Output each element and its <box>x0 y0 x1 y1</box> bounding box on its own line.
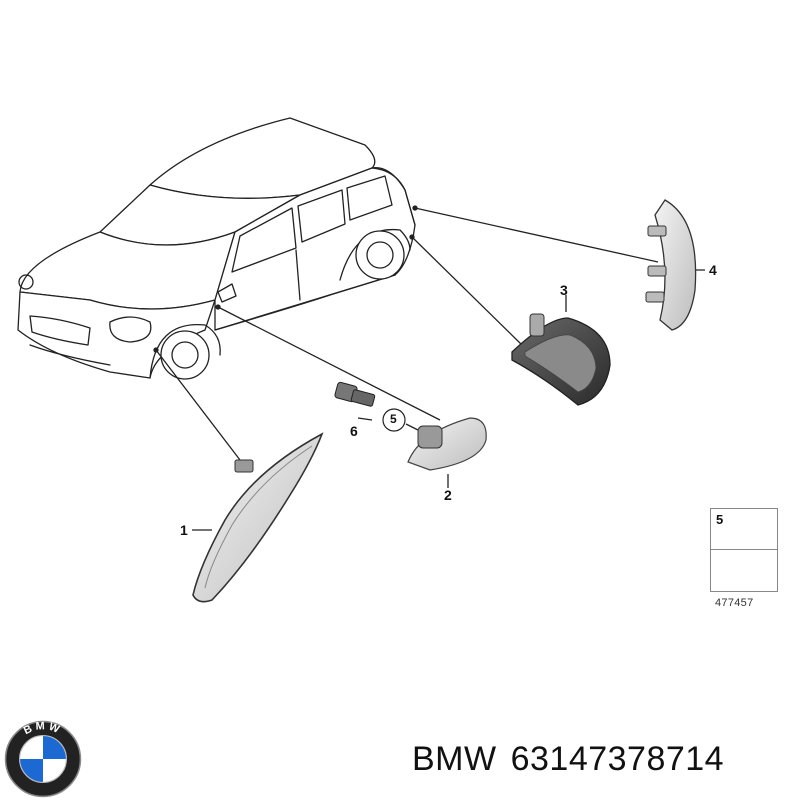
part-2-side-indicator <box>407 417 487 471</box>
legend-item-number: 5 <box>716 512 724 527</box>
callout-1: 1 <box>180 522 188 538</box>
callout-3: 3 <box>560 282 568 298</box>
part-caption: BMW 63147378714 <box>412 740 724 779</box>
part-1-side-marker <box>192 432 324 603</box>
bmw-roundel-icon: BMW <box>4 720 82 798</box>
part-6-bulb-socket <box>334 381 376 407</box>
part-number: 63147378714 <box>510 740 725 778</box>
callout-2: 2 <box>444 487 452 503</box>
callout-4: 4 <box>709 262 717 278</box>
part-5-circle <box>382 408 406 432</box>
part-3-lamp-body <box>511 313 611 406</box>
svg-text:BMW: BMW <box>22 720 64 737</box>
brand-name: BMW <box>412 740 497 778</box>
car-outline <box>17 117 416 380</box>
leader-lines <box>153 205 705 531</box>
legend-box: 5 <box>710 508 778 592</box>
callout-6: 6 <box>350 423 358 439</box>
legend-divider <box>711 549 777 550</box>
callout-5: 5 <box>390 412 397 426</box>
reference-code: 477457 <box>715 597 754 609</box>
part-4-rear-side-lamp <box>645 199 697 331</box>
